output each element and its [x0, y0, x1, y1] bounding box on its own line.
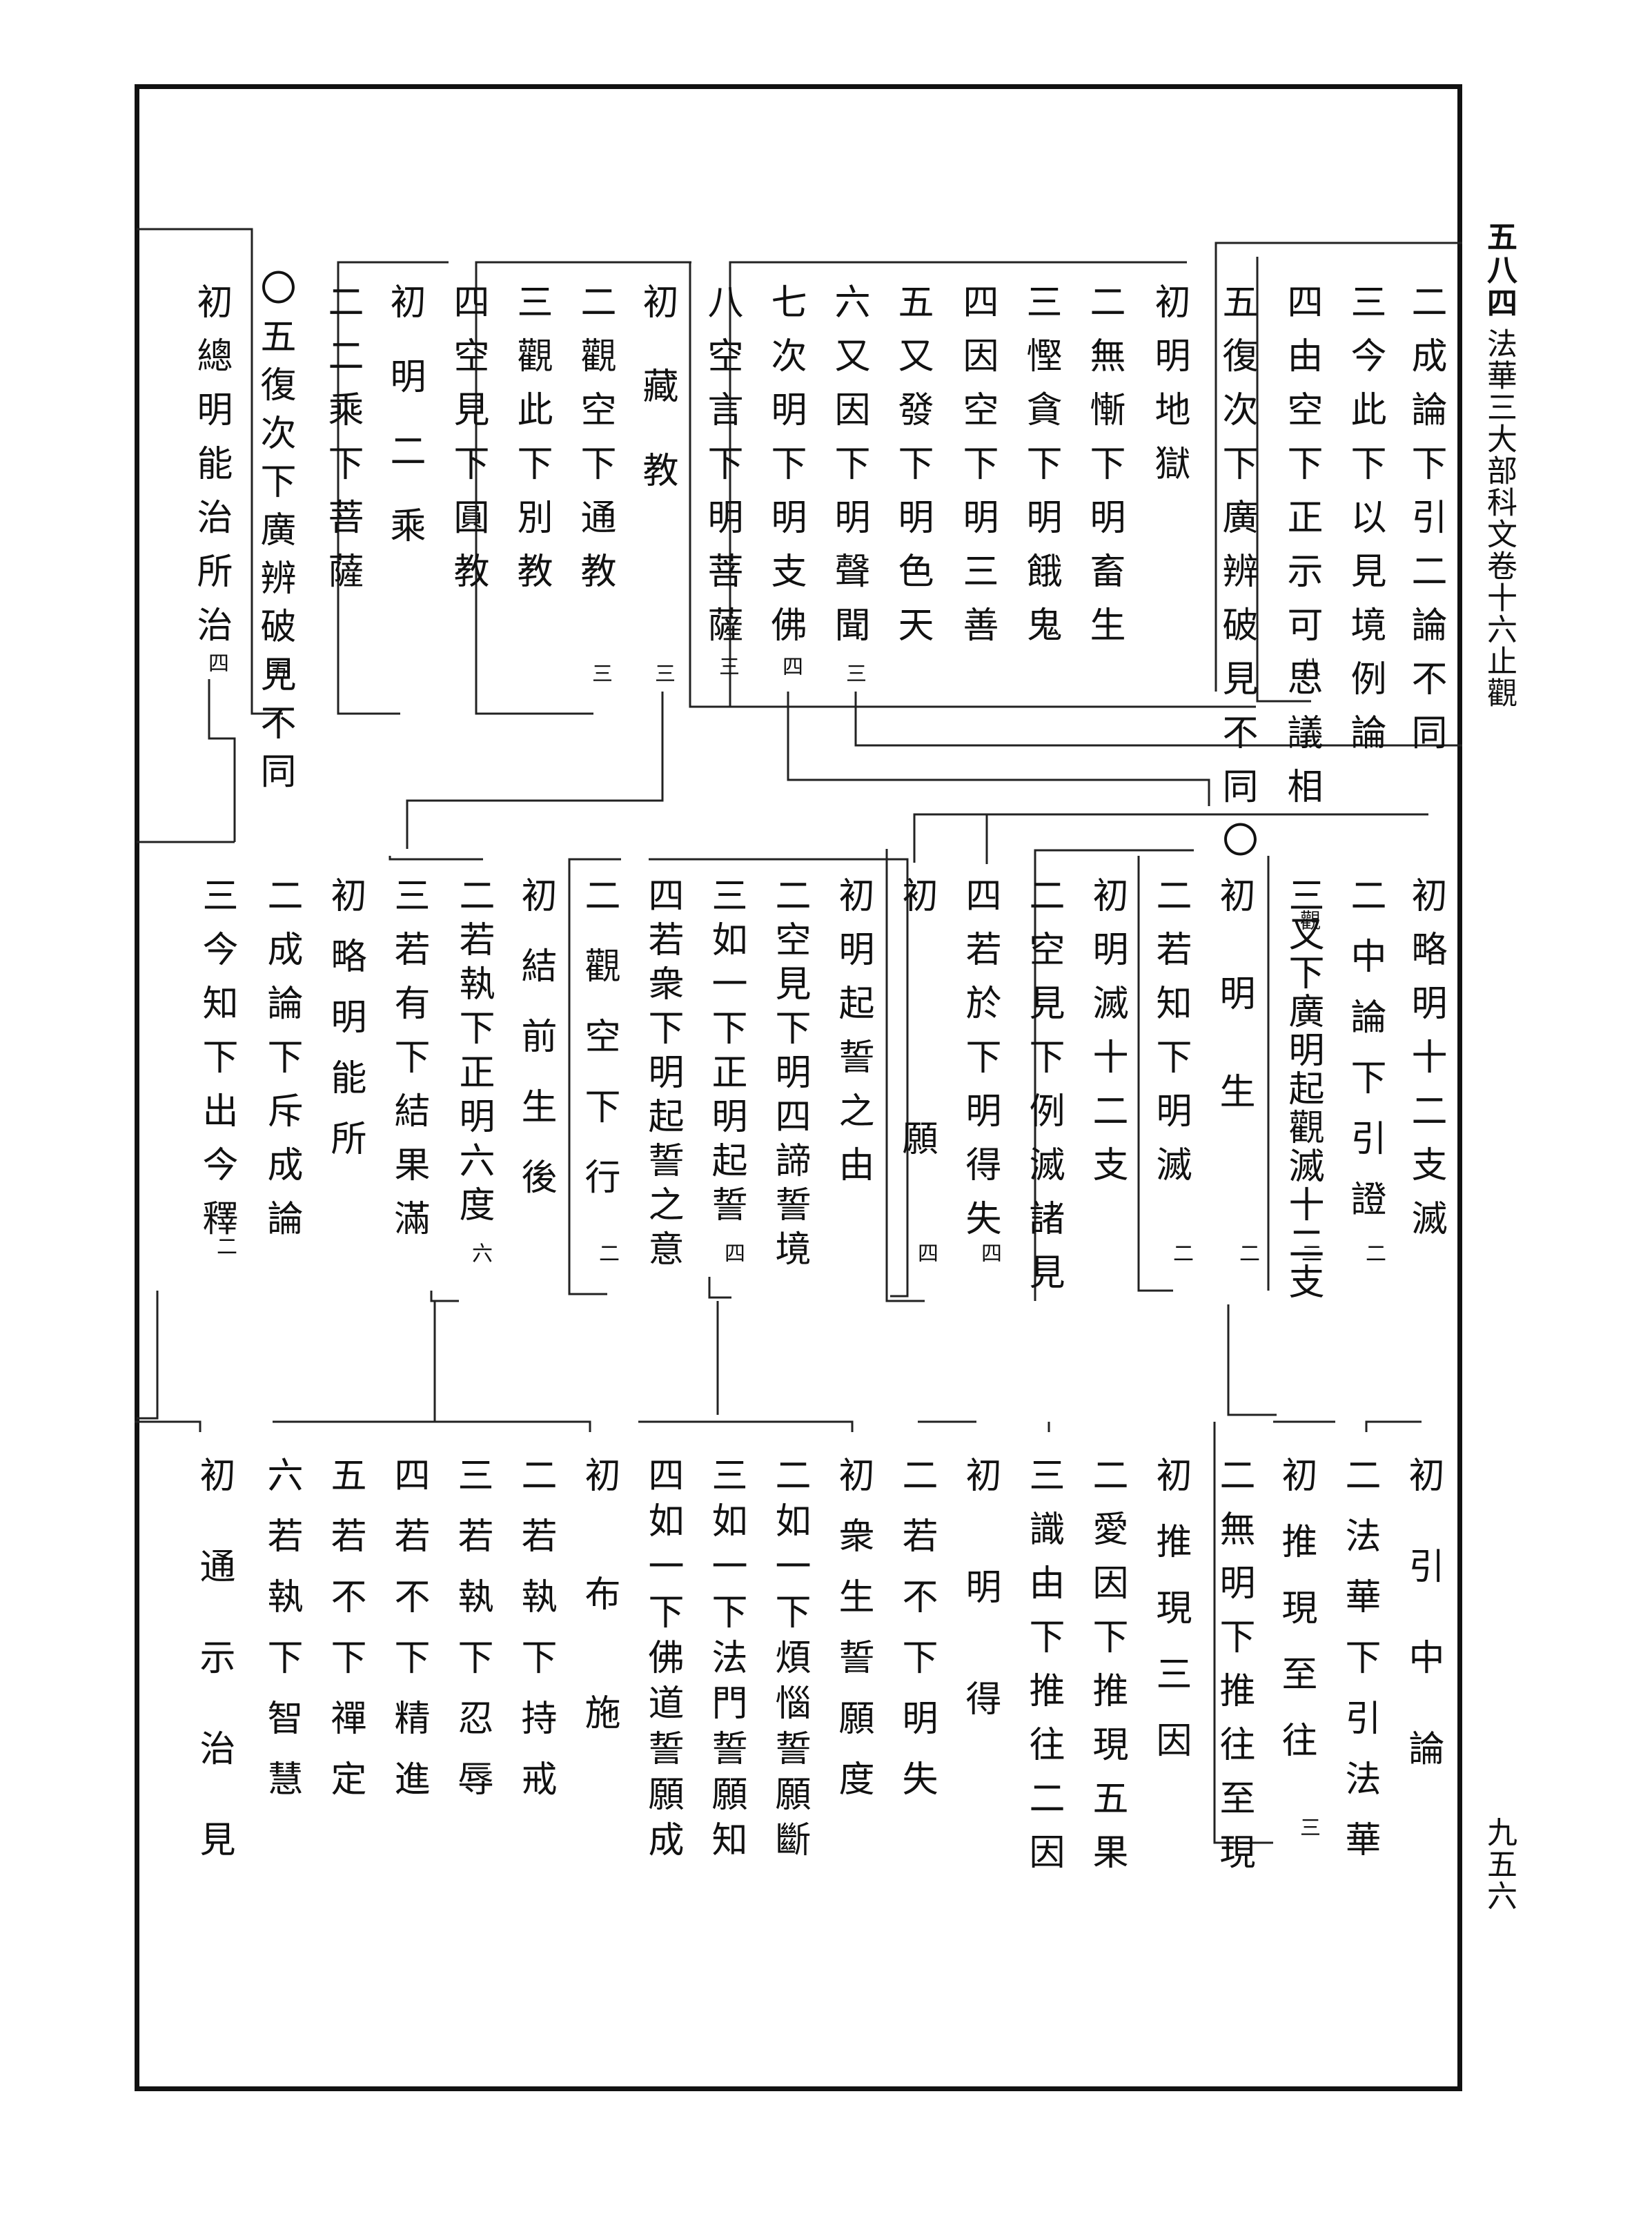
sub-count: 二	[1361, 1242, 1386, 1263]
outline-entry: 初推現三因	[1150, 1456, 1191, 1788]
outline-entry: 初引中論	[1402, 1456, 1444, 1821]
outline-entry: 初略明十二支滅	[1405, 877, 1446, 1253]
outline-entry: 二若不下明失	[896, 1456, 937, 1821]
outline-entry: 五復次下廣辨破見不同〇	[1216, 283, 1257, 875]
sub-count: 三	[842, 663, 866, 683]
outline-entry: 三如一下法門誓願知	[705, 1456, 747, 1866]
outline-entry: 六又因下明聲聞	[828, 283, 869, 660]
sub-count: 四	[204, 652, 228, 673]
outline-entry: 初布施	[578, 1456, 620, 1812]
sub-count: 八	[1296, 656, 1320, 676]
outline-entry: 初總明能治所治	[190, 283, 232, 660]
outline-entry: 初明生	[1213, 877, 1255, 1171]
outline-entry: 三慳貪下明餓鬼	[1020, 283, 1061, 660]
sub-count: 四	[778, 656, 803, 676]
outline-entry: 八空言下明菩薩	[701, 283, 743, 660]
outline-entry: 初結前生後	[515, 877, 556, 1228]
outline-entry: 四因空下明三善	[956, 283, 998, 660]
outline-entry: 初藏教	[636, 283, 678, 536]
outline-entry: 四若不下精進	[388, 1456, 429, 1821]
outline-entry: 三若執下忍辱	[451, 1456, 493, 1821]
outline-entry: 二無慚下明畜生	[1083, 283, 1125, 660]
outline-entry: 二成論下斥成論	[261, 877, 302, 1253]
outline-entry: 五若不下禪定	[324, 1456, 366, 1821]
outline-entry: 初明起誓之由	[832, 877, 874, 1200]
page-number: 九五六	[1482, 1817, 1517, 1912]
outline-entry: 二無明下推往至現	[1213, 1456, 1255, 1887]
outline-entry: 三如一下正明起誓	[705, 877, 747, 1230]
outline-entry: 三若有下結果滿	[388, 877, 429, 1253]
outline-entry: 四若衆下明起誓之意	[642, 877, 683, 1274]
outline-entry: 初通示治見	[193, 1456, 235, 1912]
outline-entry: 四空見下圓教	[447, 283, 489, 606]
outline-entry: 二觀空下通教	[574, 283, 616, 606]
outline-entry: 二二乘下菩薩	[322, 283, 363, 606]
outline-entry: 初明得	[959, 1456, 1001, 1792]
leaf-number: 五八四	[1482, 221, 1517, 320]
outline-entry: 三又下廣明起觀滅十二支	[1282, 877, 1324, 1302]
outline-entry: 初略明能所	[324, 877, 366, 1180]
outline-entry: 二若知下明滅	[1150, 877, 1191, 1200]
outline-entry: 二愛因下推現五果	[1086, 1456, 1128, 1887]
sub-count: 六	[468, 1242, 492, 1263]
sub-count: 四	[914, 1242, 938, 1263]
sub-count: 四	[720, 1242, 745, 1263]
interlinear-note: 觀	[1296, 910, 1320, 930]
outline-entry: 初明二乘	[384, 283, 425, 581]
outline-entry: 四若於下明得失	[959, 877, 1001, 1253]
sub-count: 二	[1235, 1242, 1259, 1263]
sub-count: 四	[977, 1242, 1001, 1263]
outline-entry: 二觀空下行	[578, 877, 620, 1228]
sub-count: 二	[1297, 1242, 1321, 1263]
sub-count: 三	[1296, 1817, 1320, 1837]
page-frame	[135, 84, 1462, 2091]
outline-entry: 初明地獄	[1148, 283, 1190, 498]
outline-entry: 初明滅十二支	[1086, 877, 1128, 1200]
outline-entry: 四如一下佛道誓願成	[642, 1456, 683, 1866]
outline-entry: 三今此下以見境例論	[1344, 283, 1386, 767]
outline-entry: 二若執下正明六度	[453, 877, 494, 1230]
outline-entry: 二若執下持戒	[515, 1456, 556, 1821]
sub-count: 二	[595, 1242, 619, 1263]
sub-count: 五	[265, 659, 289, 680]
sub-count: 三	[588, 663, 612, 683]
outline-entry: 二如一下煩惱誓願斷	[769, 1456, 810, 1866]
outline-entry: 〇五復次下廣辨破見不同	[254, 269, 295, 801]
outline-entry: 六若執下智慧	[261, 1456, 302, 1821]
sub-count: 二	[213, 1235, 237, 1256]
sub-count: 二	[1169, 1242, 1193, 1263]
outline-entry: 七次明下明支佛	[765, 283, 806, 660]
book-title: 法華三大部科文卷十六止觀	[1482, 328, 1517, 709]
sub-count: 三	[651, 663, 675, 683]
outline-entry: 五又發下明色天	[892, 283, 933, 660]
outline-entry: 初推現至往	[1275, 1456, 1317, 1788]
outline-entry: 初願	[896, 877, 937, 1362]
outline-entry: 三今知下出今釋	[196, 877, 237, 1253]
outline-entry: 二中論下引證	[1344, 877, 1386, 1241]
outline-entry: 二空見下明四諦誓境	[769, 877, 810, 1274]
outline-entry: 四由空下正示可思議相	[1281, 283, 1322, 821]
outline-entry: 三觀此下別教	[511, 283, 552, 606]
outline-entry: 二空見下例滅諸見	[1023, 877, 1064, 1307]
outline-entry: 初衆生誓願度	[832, 1456, 874, 1821]
outline-entry: 二成論下引二論不同	[1405, 283, 1446, 767]
sub-count: 三	[715, 656, 739, 676]
outline-entry: 二法華下引法華	[1339, 1456, 1380, 1881]
outline-entry: 三識由下推往二因	[1023, 1456, 1064, 1887]
